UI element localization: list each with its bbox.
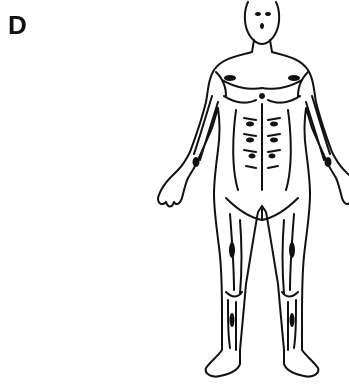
chest-lines [222,80,302,89]
